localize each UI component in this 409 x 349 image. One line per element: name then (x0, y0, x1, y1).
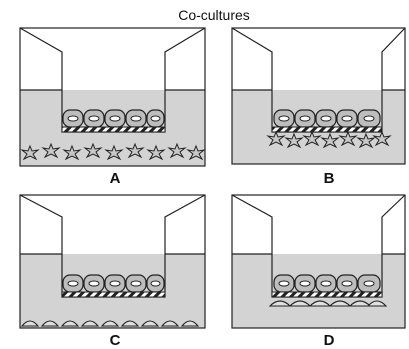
filter-membrane (61, 126, 166, 133)
flat-cell-layer (20, 320, 200, 327)
stellate-cell (146, 144, 166, 161)
cell-nucleus (363, 115, 375, 122)
flat-cell-layer (268, 300, 388, 307)
cell-nucleus (299, 115, 311, 122)
cell-nucleus (67, 280, 79, 287)
stellate-cell (20, 144, 40, 161)
filter-membrane (61, 291, 166, 298)
cell-nucleus (341, 115, 353, 122)
cell-nucleus (150, 280, 161, 287)
stellate-cell (320, 132, 340, 149)
panel-a: A (19, 27, 206, 187)
cell-nucleus (363, 280, 375, 287)
stellate-cell (284, 132, 304, 149)
stellate-cell-layer (266, 130, 392, 149)
stellate-cell (62, 144, 82, 161)
flat-cell (100, 320, 120, 327)
cell-nucleus (130, 115, 142, 122)
stellate-cell (186, 144, 206, 161)
cell-nucleus (299, 280, 311, 287)
panel-label: A (110, 170, 121, 187)
cell-nucleus (320, 115, 332, 122)
cell-nucleus (278, 115, 290, 122)
well-frame (19, 27, 206, 167)
cell-nucleus (278, 280, 290, 287)
panel-c: C (19, 194, 206, 349)
epithelial-monolayer (62, 274, 165, 293)
epithelial-monolayer (273, 274, 381, 293)
flat-cell (120, 320, 140, 327)
cell-nucleus (67, 115, 79, 122)
stellate-cell (104, 144, 124, 161)
well-frame (231, 27, 406, 165)
flat-cell (60, 320, 80, 327)
figure-title: Co-cultures (178, 7, 250, 23)
cell-nucleus (109, 115, 121, 122)
stellate-cell (41, 142, 61, 159)
flat-cell (160, 320, 180, 327)
cell-nucleus (88, 280, 100, 287)
flat-cell (80, 320, 100, 327)
stellate-cell (338, 130, 358, 147)
flat-cell (40, 320, 60, 327)
stellate-cell (372, 130, 392, 147)
stellate-cell (125, 142, 145, 159)
stellate-cell (302, 130, 322, 147)
well-frame (231, 194, 406, 329)
filter-membrane (271, 291, 383, 298)
cell-nucleus (88, 115, 100, 122)
cell-nucleus (130, 280, 142, 287)
stellate-cell-layer (20, 142, 206, 161)
filter-membrane (271, 126, 383, 133)
flat-cell (20, 320, 40, 327)
panel-label: D (324, 332, 335, 349)
panel-label: C (110, 332, 121, 349)
panel-d: D (231, 194, 406, 349)
stellate-cell (356, 132, 376, 149)
cell-nucleus (109, 280, 121, 287)
well-frame (19, 194, 206, 329)
cell-nucleus (341, 280, 353, 287)
panel-b: B (231, 27, 406, 187)
cell-nucleus (150, 115, 161, 122)
stellate-cell (83, 142, 103, 159)
panel-label: B (324, 170, 335, 187)
epithelial-monolayer (273, 109, 381, 128)
flat-cell (180, 320, 200, 327)
epithelial-monolayer (62, 109, 165, 128)
cell-nucleus (320, 280, 332, 287)
flat-cell (140, 320, 160, 327)
stellate-cell (266, 130, 286, 147)
stellate-cell (167, 142, 187, 159)
flat-cell (366, 300, 388, 307)
